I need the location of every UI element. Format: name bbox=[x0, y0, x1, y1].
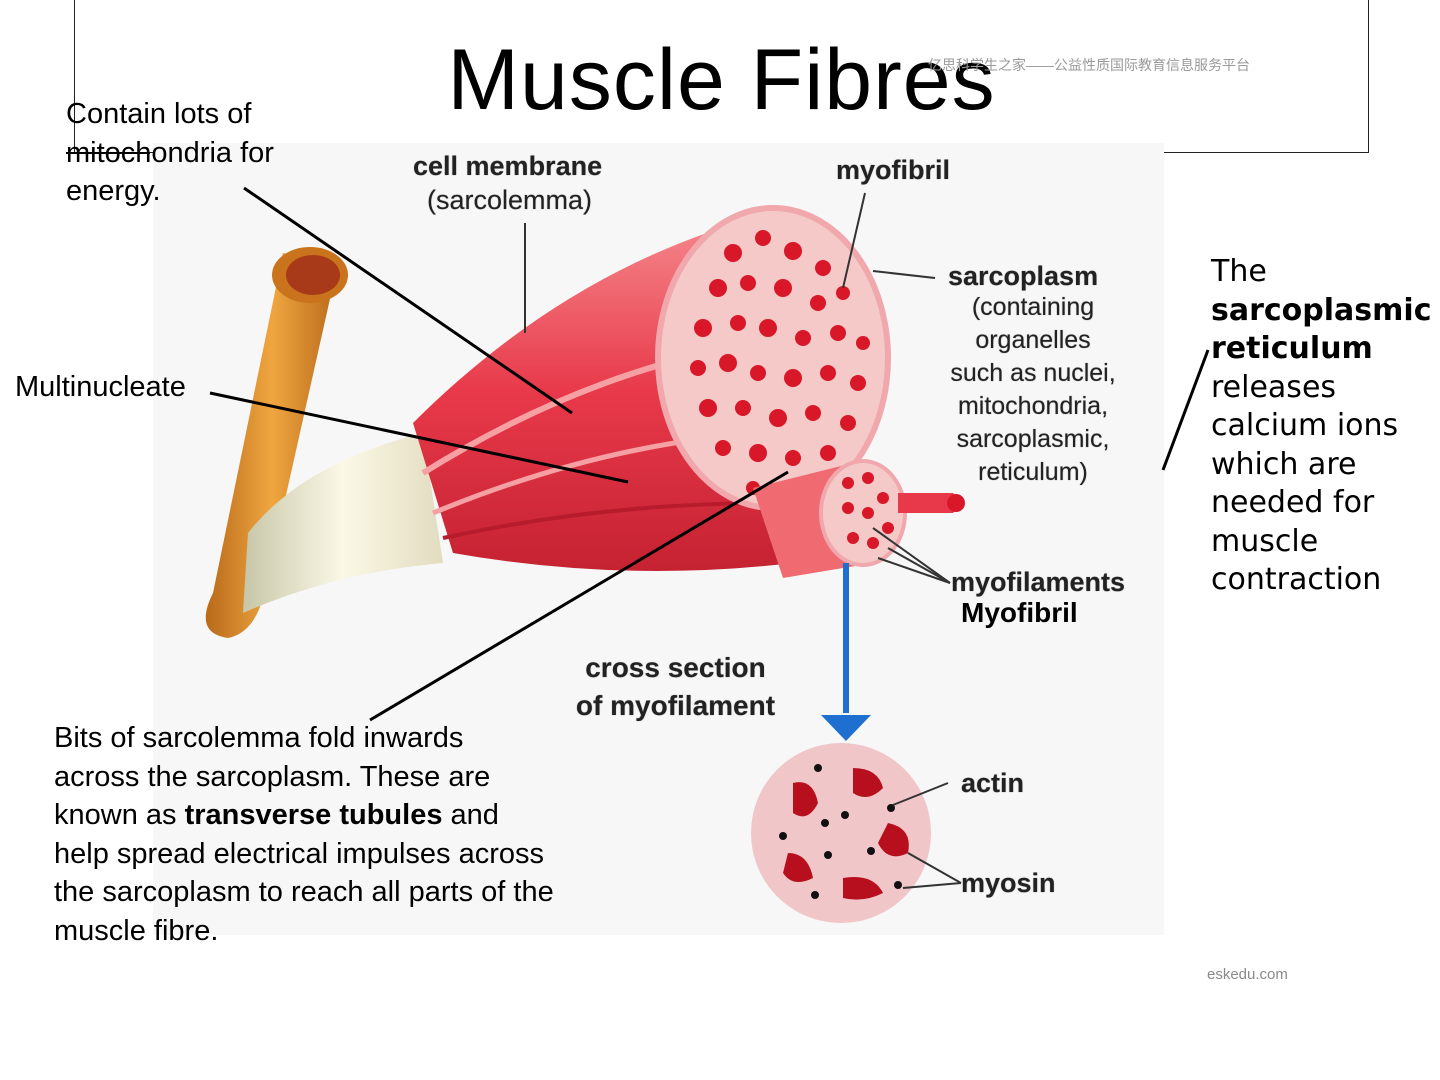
sr-line: releases bbox=[1211, 369, 1337, 405]
annotation-line: energy. bbox=[66, 175, 161, 207]
sarcoplasm-desc-line: mitochondria, bbox=[957, 392, 1109, 420]
sr-line: which are bbox=[1211, 446, 1357, 482]
sr-line: needed for bbox=[1211, 485, 1375, 520]
annotation-transverse-tubules: Bits of sarcolemma fold inwards across t… bbox=[54, 719, 554, 950]
label-sarcoplasm: sarcoplasm bbox=[948, 261, 1099, 291]
sarcoplasm-desc-line: organelles bbox=[975, 326, 1091, 354]
down-arrow-icon bbox=[821, 563, 871, 741]
label-sarcoplasm-desc: (containing organelles such as nuclei, m… bbox=[933, 291, 1133, 489]
cross-section-line: of myofilament bbox=[575, 690, 776, 721]
sr-bold-line: reticulum bbox=[1211, 331, 1373, 366]
label-cross-section: cross section of myofilament bbox=[553, 649, 798, 725]
label-myofilaments: myofilaments bbox=[951, 567, 1126, 597]
tubules-text-post: and help spread electrical impulses acro… bbox=[54, 799, 554, 947]
tubules-text-pre: Bits of sarcolemma fold inwards across t… bbox=[54, 722, 491, 831]
annotation-mitochondria: Contain lots of mitochondria for energy. bbox=[66, 95, 274, 211]
sr-line: contraction bbox=[1211, 562, 1382, 597]
sr-line: calcium ions bbox=[1211, 408, 1399, 443]
label-actin: actin bbox=[961, 768, 1025, 798]
sarcoplasm-desc-line: reticulum) bbox=[978, 458, 1088, 486]
label-sarcolemma: (sarcolemma) bbox=[427, 185, 593, 215]
label-myofibril-caption: Myofibril bbox=[961, 597, 1078, 628]
page-title: Muscle Fibres bbox=[447, 32, 996, 128]
cross-section-line: cross section bbox=[585, 652, 766, 683]
sarcoplasm-desc-line: sarcoplasmic, bbox=[956, 425, 1110, 453]
title-box: Muscle Fibres bbox=[74, 0, 1369, 153]
annotation-multinucleate: Multinucleate bbox=[15, 371, 186, 403]
sr-line: The bbox=[1211, 254, 1267, 289]
sr-line: muscle bbox=[1211, 523, 1319, 559]
label-cell-membrane: cell membrane bbox=[413, 151, 603, 181]
sarcoplasm-desc-line: such as nuclei, bbox=[950, 359, 1116, 387]
sarcoplasm-desc-line: (containing bbox=[971, 293, 1095, 321]
myofilament-cross-section bbox=[751, 743, 931, 923]
tubules-text-bold: transverse tubules bbox=[184, 799, 443, 831]
sr-bold-line: sarcoplasmic bbox=[1211, 292, 1432, 328]
label-myosin: myosin bbox=[961, 868, 1056, 898]
label-myofibril: myofibril bbox=[836, 155, 951, 185]
watermark-top: 亿思科学生之家——公益性质国际教育信息服务平台 bbox=[928, 57, 1250, 73]
annotation-line: mitochondria for bbox=[66, 136, 274, 169]
annotation-sarcoplasmic-reticulum: The sarcoplasmic reticulum releases calc… bbox=[1211, 253, 1431, 600]
annotation-line: Contain lots of bbox=[66, 98, 252, 130]
sr-pointer bbox=[1161, 349, 1210, 471]
watermark-bottom: eskedu.com bbox=[1207, 966, 1288, 983]
fibre-cross-section bbox=[655, 205, 891, 511]
